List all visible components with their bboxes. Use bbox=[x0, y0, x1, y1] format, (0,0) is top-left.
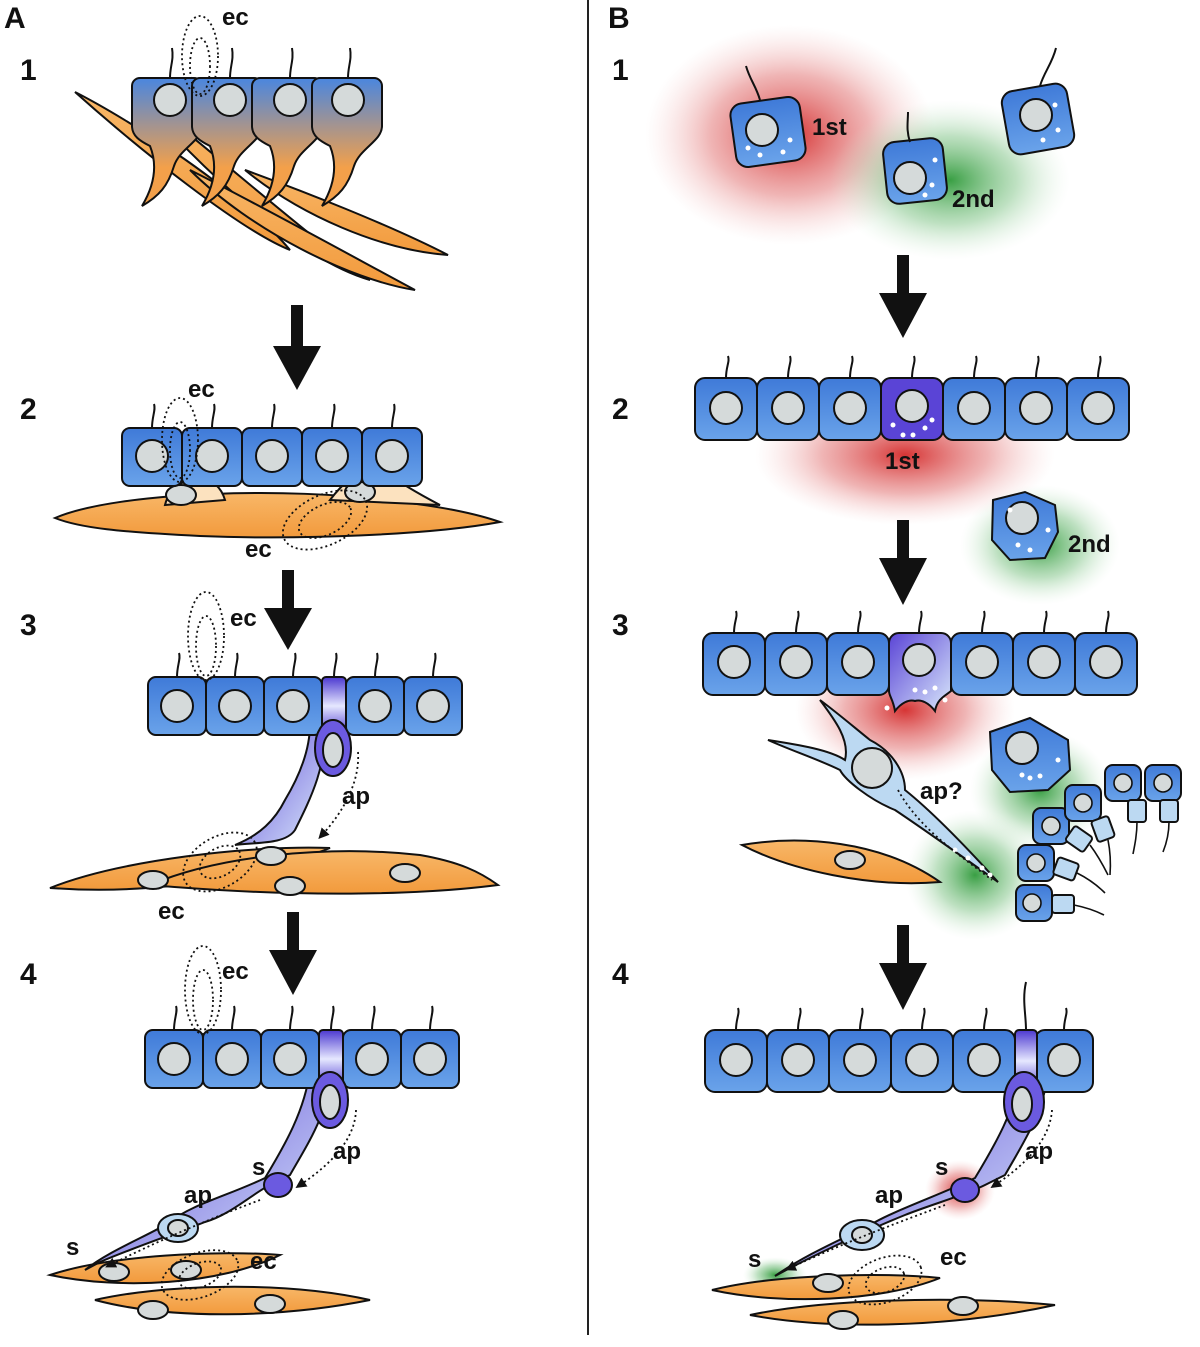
b2-vesicles bbox=[890, 417, 1051, 553]
a2-ec-coupling-loops bbox=[161, 397, 369, 551]
tag-b2-second: 2nd bbox=[1068, 531, 1111, 558]
b1-vesicles bbox=[745, 102, 1061, 198]
step-label-a2: 2 bbox=[20, 393, 37, 426]
b3-bipolar-neuron bbox=[767, 699, 999, 883]
b3-cilia bbox=[733, 610, 1110, 634]
step-label-b3: 3 bbox=[612, 609, 629, 642]
b4-ap-trace-1 bbox=[990, 1109, 1053, 1188]
b3-green-glow-2 bbox=[905, 810, 1045, 940]
tag-a2-ec-top: ec bbox=[188, 376, 215, 403]
tag-b4-s-lower: s bbox=[748, 1246, 762, 1273]
b2-group bbox=[694, 355, 1130, 605]
tag-a1-ec: ec bbox=[222, 4, 249, 31]
b3-nuclei bbox=[717, 643, 1123, 789]
a3-nuclei bbox=[160, 689, 450, 768]
b3-group bbox=[702, 610, 1182, 940]
a4-ap-trace-2 bbox=[105, 1199, 261, 1268]
tag-a3-ap: ap bbox=[342, 783, 371, 810]
step-label-a4: 4 bbox=[20, 958, 37, 991]
a-arrow-2 bbox=[264, 570, 312, 650]
a1-ec-coupling-loops bbox=[181, 15, 219, 97]
b3-muscle-nucleus bbox=[834, 850, 866, 870]
b2-cilia bbox=[725, 355, 1102, 379]
tag-a3-ec-top: ec bbox=[230, 605, 257, 632]
b1-nuclei bbox=[745, 98, 1053, 195]
b4-muscle-fibers bbox=[711, 1274, 1056, 1326]
a4-cilia bbox=[173, 1005, 434, 1031]
a4-nuclei bbox=[157, 1042, 447, 1237]
b4-group bbox=[704, 981, 1094, 1330]
tag-a3-ec-bottom: ec bbox=[158, 898, 185, 925]
a-arrow-3 bbox=[269, 912, 317, 995]
tag-a4-s-upper: s bbox=[252, 1154, 266, 1181]
a4-ec-coupling-loops bbox=[160, 945, 240, 1301]
a3-ec-coupling-loops bbox=[182, 591, 258, 893]
step-label-b2: 2 bbox=[612, 393, 629, 426]
b3-ap-trace bbox=[897, 789, 993, 881]
a1-cell-bodies bbox=[131, 77, 383, 207]
a4-synapse bbox=[263, 1172, 293, 1198]
b4-synapse bbox=[950, 1177, 980, 1203]
b4-ec-coupling-loops bbox=[847, 1254, 923, 1306]
tag-a4-s-lower: s bbox=[66, 1234, 80, 1261]
tag-a4-ap-lower: ap bbox=[184, 1182, 213, 1209]
a3-group bbox=[49, 591, 501, 896]
step-label-b4: 4 bbox=[612, 958, 629, 991]
a3-muscle-nuclei bbox=[137, 846, 421, 896]
tag-a4-ec-bottom: ec bbox=[250, 1248, 277, 1275]
b2-nuclei bbox=[709, 389, 1115, 535]
b4-muscle-nuclei bbox=[812, 1273, 979, 1330]
b1-cilia bbox=[745, 47, 1057, 143]
step-label-a1: 1 bbox=[20, 54, 37, 87]
tag-b2-first: 1st bbox=[885, 448, 920, 475]
a3-neuron-process bbox=[234, 723, 325, 846]
a3-cilia bbox=[176, 652, 437, 678]
a4-ap-trace-1 bbox=[295, 1109, 357, 1188]
tag-b3-ap: ap? bbox=[920, 778, 963, 805]
panel-label-a: A bbox=[4, 2, 26, 35]
step-label-b1: 1 bbox=[612, 54, 629, 87]
panel-label-b: B bbox=[608, 2, 630, 35]
b-arrow-2 bbox=[879, 520, 927, 605]
b-arrow-3 bbox=[879, 925, 927, 1010]
tag-b4-ap-upper: ap bbox=[1025, 1138, 1054, 1165]
tag-b4-ec: ec bbox=[940, 1244, 967, 1271]
a4-group bbox=[46, 945, 460, 1320]
b4-epithelium bbox=[704, 1029, 1094, 1133]
b3-vesicles bbox=[884, 685, 1061, 878]
b2-epithelium bbox=[694, 377, 1130, 441]
a2-cilia bbox=[151, 403, 396, 429]
tag-a4-ap-upper: ap bbox=[333, 1138, 362, 1165]
b1-group bbox=[645, 25, 1076, 260]
a2-group bbox=[52, 397, 504, 551]
tag-b1-first: 1st bbox=[812, 114, 847, 141]
tag-b4-ap-lower: ap bbox=[875, 1182, 904, 1209]
a4-neuron-process bbox=[84, 1069, 332, 1271]
tag-a4-ec-top: ec bbox=[222, 958, 249, 985]
tag-b4-s-upper: s bbox=[935, 1154, 949, 1181]
tag-a2-ec-bottom: ec bbox=[245, 536, 272, 563]
a1-cilia bbox=[169, 47, 352, 79]
b4-nuclei bbox=[719, 1043, 1081, 1244]
b-arrow-1 bbox=[879, 255, 927, 338]
b4-cilia bbox=[735, 981, 1068, 1031]
a1-group bbox=[74, 15, 449, 291]
a2-nuclei bbox=[135, 439, 409, 473]
b3-cell-chain bbox=[1015, 764, 1182, 922]
a1-nuclei bbox=[153, 83, 365, 117]
b4-ap-trace-2 bbox=[785, 1204, 946, 1271]
tag-b1-second: 2nd bbox=[952, 186, 995, 213]
step-label-a3: 3 bbox=[20, 609, 37, 642]
a-arrow-1 bbox=[273, 305, 321, 390]
